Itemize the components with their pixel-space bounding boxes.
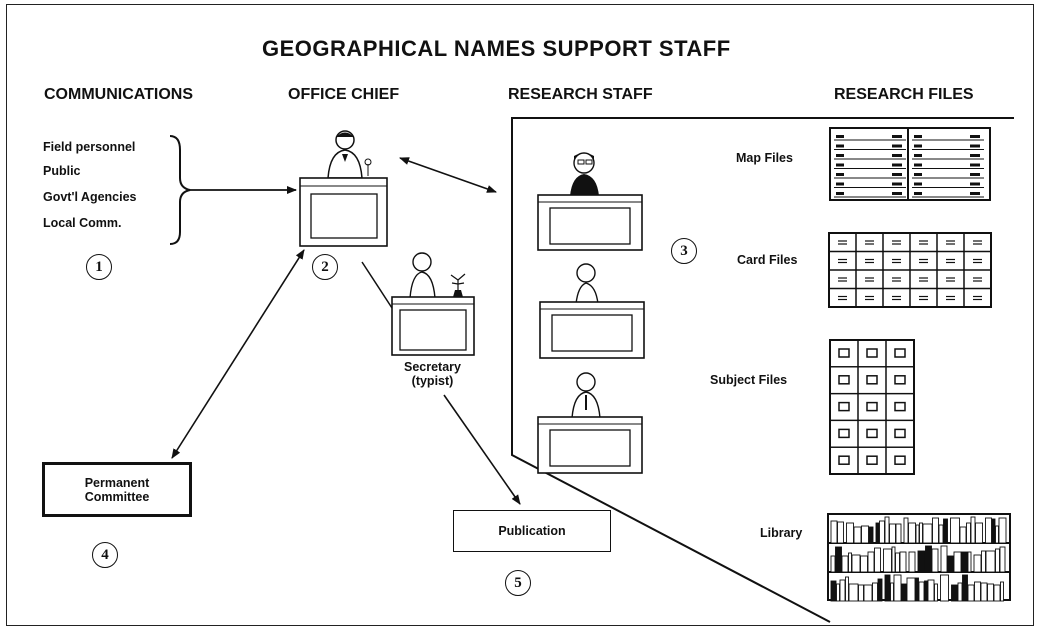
- comm-item-field-personnel: Field personnel: [43, 140, 136, 154]
- publication-label: Publication: [498, 524, 566, 538]
- label-card-files: Card Files: [737, 253, 798, 267]
- research-desk-1: [537, 152, 643, 251]
- marker-3: 3: [671, 238, 697, 264]
- column-communications: COMMUNICATIONS: [44, 86, 194, 103]
- arrow-chief-research: [399, 157, 497, 193]
- line-chief-secretary: [361, 261, 393, 309]
- marker-1: 1: [86, 254, 112, 280]
- arrow-secretary-publication: [443, 394, 521, 505]
- subject-files-drawing: [829, 339, 915, 475]
- label-subject-files: Subject Files: [710, 373, 788, 387]
- office-chief-desk: [299, 177, 388, 247]
- marker-4: 4: [92, 542, 118, 568]
- map-files-drawing: [829, 127, 991, 201]
- column-office-chief: OFFICE CHIEF: [288, 86, 400, 103]
- research-desk-2: [539, 263, 645, 359]
- secretary-label: Secretary (typist): [404, 360, 461, 388]
- committee-line2: Committee: [84, 489, 150, 504]
- library-drawing: [827, 513, 1011, 602]
- secretary-label-line2: (typist): [411, 374, 454, 388]
- marker-2: 2: [312, 254, 338, 280]
- marker-5: 5: [505, 570, 531, 596]
- communications-brace: [169, 135, 191, 245]
- research-desk-3: [537, 372, 643, 474]
- arrow-committee-chief: [171, 249, 305, 459]
- committee-line1: Permanent: [84, 475, 150, 490]
- comm-item-public: Public: [43, 164, 81, 178]
- secretary-figure: [409, 252, 466, 299]
- permanent-committee-box: Permanent Committee: [42, 462, 192, 517]
- diagram-frame: [6, 4, 1034, 626]
- secretary-desk: [391, 296, 475, 356]
- diagram-title: GEOGRAPHICAL NAMES SUPPORT STAFF: [262, 36, 731, 61]
- column-research-staff: RESEARCH STAFF: [508, 86, 653, 103]
- column-research-files: RESEARCH FILES: [834, 86, 974, 103]
- card-files-drawing: [828, 232, 992, 308]
- label-map-files: Map Files: [736, 151, 793, 165]
- office-chief-figure: [327, 130, 372, 179]
- publication-box: Publication: [453, 510, 611, 552]
- secretary-label-line1: Secretary: [404, 360, 461, 374]
- comm-item-govt-agencies: Govt'l Agencies: [43, 190, 137, 204]
- label-library: Library: [760, 526, 803, 540]
- research-boundary: [511, 117, 1014, 623]
- comm-item-local-comm: Local Comm.: [43, 216, 122, 230]
